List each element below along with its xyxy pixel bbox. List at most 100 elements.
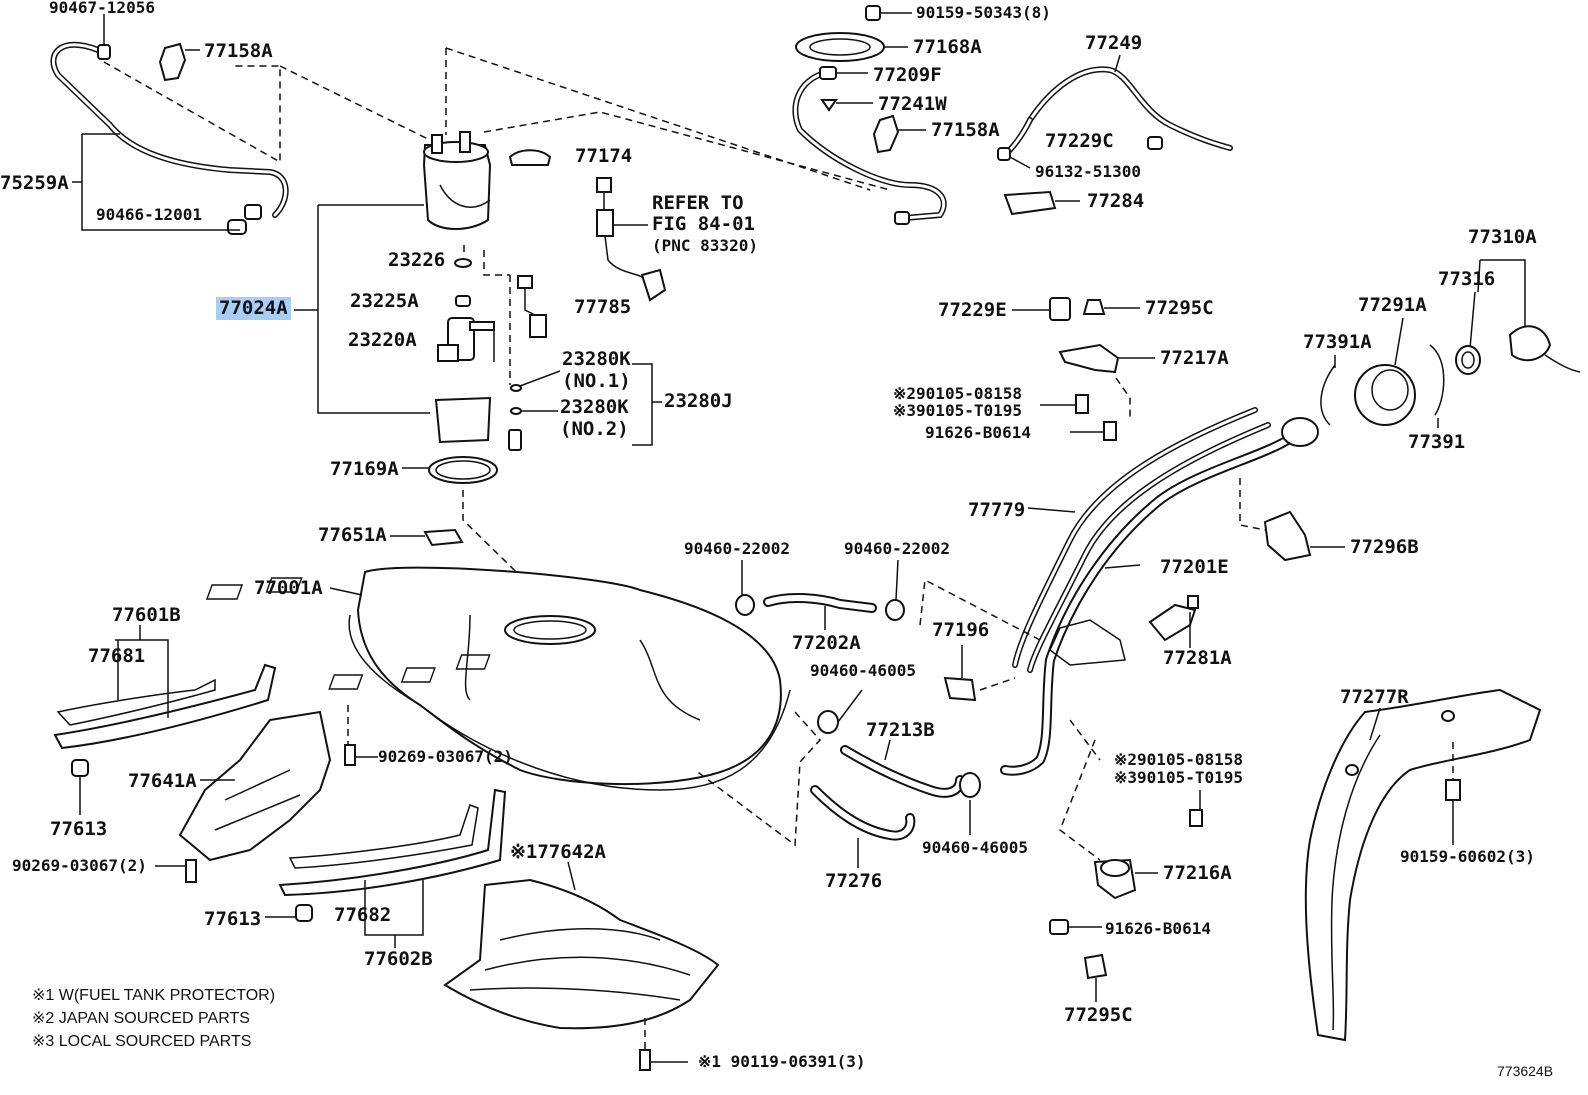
- clamp-77229c[interactable]: [1147, 136, 1163, 150]
- bolt-90269-b[interactable]: [185, 859, 197, 883]
- label-77651a: 77651A: [318, 524, 387, 546]
- fuel-pump-23220a[interactable]: [437, 317, 495, 362]
- label-90460-22002-a: 90460-22002: [684, 539, 790, 558]
- label-77196: 77196: [932, 619, 990, 641]
- clip-77295c-bottom[interactable]: [1083, 953, 1108, 980]
- label-77681: 77681: [88, 645, 146, 667]
- pad-77651a[interactable]: [423, 528, 464, 547]
- bracket-77281a[interactable]: [1148, 595, 1199, 642]
- pressure-regulator[interactable]: [508, 429, 522, 451]
- label-77241w: 77241W: [878, 93, 947, 115]
- filler-cap-77310a[interactable]: [1508, 325, 1581, 373]
- fuel-pump-module[interactable]: [422, 131, 492, 230]
- retainer-77174[interactable]: [508, 149, 552, 166]
- clamp-90460-22002-a[interactable]: [735, 594, 755, 616]
- bolt-90105-bottom[interactable]: [1189, 809, 1203, 827]
- label-77602b: 77602B: [364, 948, 433, 970]
- note-japan-sourced: ※2 JAPAN SOURCED PARTS: [32, 1010, 250, 1027]
- bolt-90105-top[interactable]: [1075, 394, 1089, 414]
- clamp-77229e[interactable]: [1049, 297, 1071, 321]
- bolt-90119-06391[interactable]: [639, 1049, 651, 1071]
- refer-line-3: (PNC 83320): [652, 236, 758, 255]
- label-77277r: 77277R: [1340, 686, 1409, 708]
- hose-77202a[interactable]: [763, 592, 877, 613]
- fuel-tank-77001a[interactable]: [205, 566, 791, 791]
- cushion-23225a[interactable]: [455, 295, 471, 307]
- clamp-90460-46005-b[interactable]: [959, 772, 981, 798]
- screw-90159-50343[interactable]: [865, 5, 881, 21]
- breather-tube-77779[interactable]: [1012, 407, 1271, 673]
- protector-77642a[interactable]: [443, 878, 720, 1030]
- bolt-91626-bottom[interactable]: [1049, 919, 1069, 935]
- bracket-77296b[interactable]: [1263, 510, 1312, 562]
- label-77613-b: 77613: [204, 908, 262, 930]
- bolt-90269-a[interactable]: [344, 744, 356, 766]
- fender-liner-77277r[interactable]: [1304, 688, 1542, 1042]
- heat-shield-77641a[interactable]: [178, 710, 332, 862]
- label-77284: 77284: [1087, 190, 1145, 212]
- label-77174: 77174: [575, 145, 633, 167]
- label-90460-22002-b: 90460-22002: [844, 539, 950, 558]
- label-77295c-bottom: 77295C: [1064, 1004, 1133, 1026]
- fuel-filter[interactable]: [434, 396, 492, 444]
- bracket-77217a[interactable]: [1058, 343, 1120, 374]
- label-90269-03067-b: 90269-03067(2): [12, 856, 147, 875]
- bracket-77216a[interactable]: [1093, 858, 1137, 900]
- clip-77295c-top[interactable]: [1082, 299, 1106, 315]
- strap-77602b[interactable]: [278, 788, 507, 897]
- label-90460-46005-b: 90460-46005: [922, 838, 1028, 857]
- clamp-90460-46005-a[interactable]: [817, 710, 839, 734]
- refer-line-1: REFER TO: [652, 192, 744, 214]
- filler-neck-77291a[interactable]: [1354, 364, 1416, 426]
- gasket-77168a[interactable]: [795, 32, 885, 62]
- fuel-pipe-75259a[interactable]: [50, 41, 289, 235]
- label-77295c-top: 77295C: [1145, 297, 1214, 319]
- label-75259a: 75259A: [0, 172, 69, 194]
- label-23280k-2-note: (NO.2): [560, 418, 629, 440]
- vent-tube-77209f[interactable]: [792, 66, 947, 225]
- label-23280k-2: 23280K: [560, 396, 629, 418]
- label-77213b: 77213B: [866, 719, 935, 741]
- label-77682: 77682: [334, 904, 392, 926]
- label-77024a[interactable]: 77024A: [216, 297, 291, 320]
- label-77229e: 77229E: [938, 299, 1007, 321]
- label-77785: 77785: [574, 296, 632, 318]
- bracket-77284[interactable]: [1003, 190, 1057, 216]
- label-90159-50343: 90159-50343(8): [916, 3, 1051, 22]
- nut-77613-a[interactable]: [71, 759, 89, 777]
- clip-77158a-right[interactable]: [872, 114, 900, 154]
- fuel-sender-gauge[interactable]: [596, 177, 667, 302]
- clamp-90460-22002-b[interactable]: [885, 599, 905, 621]
- vent-hose-77249[interactable]: [1002, 66, 1233, 158]
- label-90105-08158-top: ※290105-08158: [893, 384, 1022, 403]
- label-77291a: 77291A: [1358, 294, 1427, 316]
- label-77216a: 77216A: [1163, 862, 1232, 884]
- label-77158a-top: 77158A: [204, 40, 273, 62]
- nut-77613-b[interactable]: [295, 904, 313, 922]
- label-90159-60602: 90159-60602(3): [1400, 847, 1535, 866]
- gasket-77316[interactable]: [1455, 345, 1481, 375]
- label-77001a: 77001A: [254, 577, 323, 599]
- bolt-91626-top[interactable]: [1103, 421, 1117, 441]
- hose-77276[interactable]: [810, 785, 916, 841]
- label-90466-12001: 90466-12001: [96, 205, 202, 224]
- filler-pipe-77201e[interactable]: [1000, 417, 1319, 776]
- refer-line-2: FIG 84-01: [652, 213, 755, 235]
- check-valve-77241w[interactable]: [820, 99, 838, 112]
- label-77249: 77249: [1085, 32, 1143, 54]
- hose-77213b[interactable]: [840, 745, 965, 798]
- label-90105-08158-bottom: ※290105-08158: [1114, 750, 1243, 769]
- label-77310a: 77310A: [1468, 226, 1537, 248]
- clip-77158a-top[interactable]: [158, 42, 200, 82]
- label-77641a: 77641A: [128, 770, 197, 792]
- label-77209f: 77209F: [873, 64, 942, 86]
- wire-harness-77785[interactable]: [517, 275, 547, 338]
- label-23280k-1: 23280K: [562, 348, 631, 370]
- strap-77601b[interactable]: [53, 663, 277, 750]
- note-local-sourced: ※3 LOCAL SOURCED PARTS: [32, 1033, 252, 1050]
- o-ring-23226[interactable]: [454, 258, 472, 268]
- figure-id: 773624B: [1497, 1063, 1554, 1079]
- screw-90159-60602[interactable]: [1445, 779, 1461, 801]
- clamp-77196[interactable]: [943, 676, 977, 702]
